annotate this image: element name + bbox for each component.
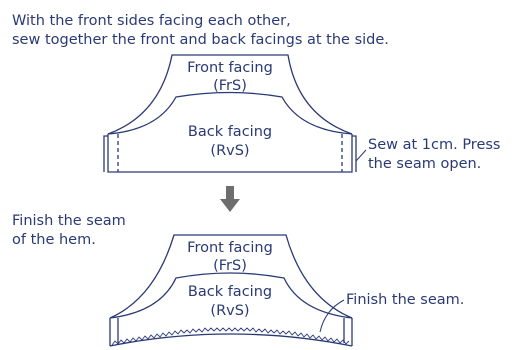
top-callout-line-2: the seam open. bbox=[368, 156, 481, 172]
bottom-facing-diagram bbox=[109, 234, 353, 346]
overlock-zigzag bbox=[111, 327, 350, 346]
top-front-side-label: (FrS) bbox=[213, 78, 247, 94]
top-right-seam-tab bbox=[352, 135, 357, 172]
bottom-front-facing-label: Front facing bbox=[187, 240, 273, 256]
bottom-callout: Finish the seam. bbox=[346, 292, 464, 308]
top-front-facing-label: Front facing bbox=[187, 60, 273, 76]
instruction-line-2: sew together the front and back facings … bbox=[12, 32, 389, 48]
bottom-back-facing-label: Back facing bbox=[188, 284, 272, 300]
top-back-facing-edge bbox=[107, 91, 353, 135]
hem-note-line-1: Finish the seam bbox=[12, 213, 126, 229]
top-callout-line-1: Sew at 1cm. Press bbox=[368, 137, 500, 153]
bottom-back-side-label: (RvS) bbox=[210, 303, 249, 319]
top-facing-body bbox=[107, 134, 353, 173]
top-facing-diagram bbox=[103, 54, 367, 173]
bottom-front-side-label: (FrS) bbox=[213, 258, 247, 274]
top-callout-leader bbox=[355, 149, 367, 162]
top-back-facing-label: Back facing bbox=[188, 124, 272, 140]
top-left-seam-tab bbox=[103, 135, 108, 172]
instruction-line-1: With the front sides facing each other, bbox=[12, 13, 291, 29]
down-arrow-icon bbox=[220, 186, 240, 212]
top-back-side-label: (RvS) bbox=[210, 143, 249, 159]
bottom-back-facing-edge bbox=[109, 272, 353, 319]
hem-note-line-2: of the hem. bbox=[12, 232, 96, 248]
bottom-callout-leader bbox=[319, 299, 345, 333]
top-front-facing-outline bbox=[107, 54, 353, 135]
finished-hem-edge bbox=[109, 333, 353, 347]
bottom-front-facing-outline bbox=[109, 234, 353, 319]
